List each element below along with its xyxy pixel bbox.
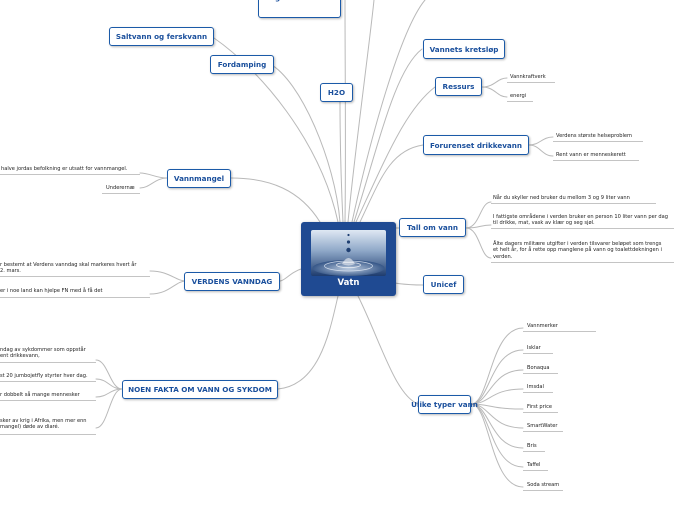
leaf-vannkraftverk: Vannkraftverk xyxy=(510,74,546,80)
leaf-underline xyxy=(491,203,656,204)
node-ulike-typer-vann[interactable]: Ulike typer vann xyxy=(411,395,478,414)
leaf-underline xyxy=(523,331,596,332)
leaf-underline xyxy=(523,353,553,354)
node-noen-fakta-om-vann-og-sykdom[interactable]: NOEN FAKTA OM VANN OG SYKDOM xyxy=(122,380,278,399)
node-forurenset-drikkevann[interactable]: Forurenset drikkevann xyxy=(423,135,529,155)
leaf-tall-2: I fattigste områdene i verden bruker en … xyxy=(493,214,669,227)
leaf-underline xyxy=(102,193,140,194)
central-topic-label: Vatn xyxy=(337,278,360,288)
leaf-taffel: Taffel xyxy=(527,462,541,468)
leaf-fakta-2: st 20 jumbojetfly styrter hver dag. xyxy=(0,373,88,379)
leaf-bris: Bris xyxy=(527,443,537,449)
node-vannmangel[interactable]: Vannmangel xyxy=(167,169,231,188)
leaf-underline xyxy=(523,470,548,471)
leaf-underline xyxy=(523,412,558,413)
leaf-underline xyxy=(523,490,563,491)
node-ressurs[interactable]: Ressurs xyxy=(435,77,482,96)
leaf-smartwater: SmartWater xyxy=(527,423,558,429)
leaf-isklar: Isklar xyxy=(527,345,541,351)
node-vannets-kretslop[interactable]: Vannets kretsløp xyxy=(423,39,505,59)
leaf-underline xyxy=(507,101,533,102)
leaf-underline xyxy=(0,381,96,382)
leaf-underline xyxy=(553,141,643,142)
node-ulike-typer-vann-label: Ulike typer vann xyxy=(411,400,478,409)
node-h2o[interactable]: H2O xyxy=(320,83,353,102)
leaf-rent-vann-er-menneskerett: Rent vann er menneskerett xyxy=(556,152,626,158)
central-topic[interactable]: Vatn xyxy=(301,222,396,296)
leaf-vannmerker: Vannmerker xyxy=(527,323,558,329)
leaf-underline xyxy=(0,434,96,435)
leaf-underline xyxy=(491,262,674,263)
leaf-underline xyxy=(523,431,563,432)
leaf-tall-3: Ålte dagers militære utgifter i verden t… xyxy=(493,241,662,260)
leaf-vanndag-2: er i noe land kan hjelpe FN med å få det xyxy=(0,288,103,294)
leaf-energi: energi xyxy=(510,93,527,99)
leaf-fakta-4: sker av krig i Afrika, men mer enn mange… xyxy=(0,418,87,431)
leaf-underline xyxy=(0,362,96,363)
leaf-verdens-storste-helseproblem: Verdens største helseproblem xyxy=(556,133,633,139)
node-verdens-vanndag[interactable]: VERDENS VANNDAG xyxy=(184,272,280,291)
node-vann-hver-dag[interactable]: dag xyxy=(258,0,341,18)
leaf-bonaqua: Bonaqua xyxy=(527,365,550,371)
leaf-soda-stream: Soda stream xyxy=(527,482,560,488)
leaf-fakta-1: ndag av sykdommer som oppstår ent drikke… xyxy=(0,347,86,360)
node-unicef[interactable]: Unicef xyxy=(423,275,464,294)
leaf-underline xyxy=(507,82,555,83)
leaf-first-price: First price xyxy=(527,404,553,410)
leaf-vanndag-1: r bestemt at Verdens vanndag skal marker… xyxy=(0,262,137,275)
water-drop-image xyxy=(311,230,386,276)
leaf-underline xyxy=(553,160,639,161)
leaf-underline xyxy=(0,297,150,298)
node-fordamping[interactable]: Fordamping xyxy=(210,55,274,74)
leaf-underline xyxy=(0,276,150,277)
leaf-imsdal: Imsdal xyxy=(527,384,544,390)
leaf-underline xyxy=(523,392,553,393)
leaf-underline xyxy=(0,174,140,175)
leaf-underline xyxy=(523,373,558,374)
leaf-underernae: Underernæ xyxy=(106,185,135,191)
leaf-tall-1: Når du skyller ned bruker du mellom 3 og… xyxy=(493,195,630,201)
leaf-fakta-3: r dobbelt så mange mennesker xyxy=(0,392,80,398)
node-tall-om-vann[interactable]: Tall om vann xyxy=(399,218,466,237)
node-saltvann-og-ferskvann[interactable]: Saltvann og ferskvann xyxy=(109,27,214,46)
leaf-underline xyxy=(491,228,674,229)
node-vann-hver-dag-line2: dag xyxy=(265,0,280,2)
leaf-halve-jordas-befolkning: halve jordas befolkning er utsatt for va… xyxy=(1,166,128,172)
leaf-underline xyxy=(0,400,96,401)
leaf-underline xyxy=(523,451,545,452)
